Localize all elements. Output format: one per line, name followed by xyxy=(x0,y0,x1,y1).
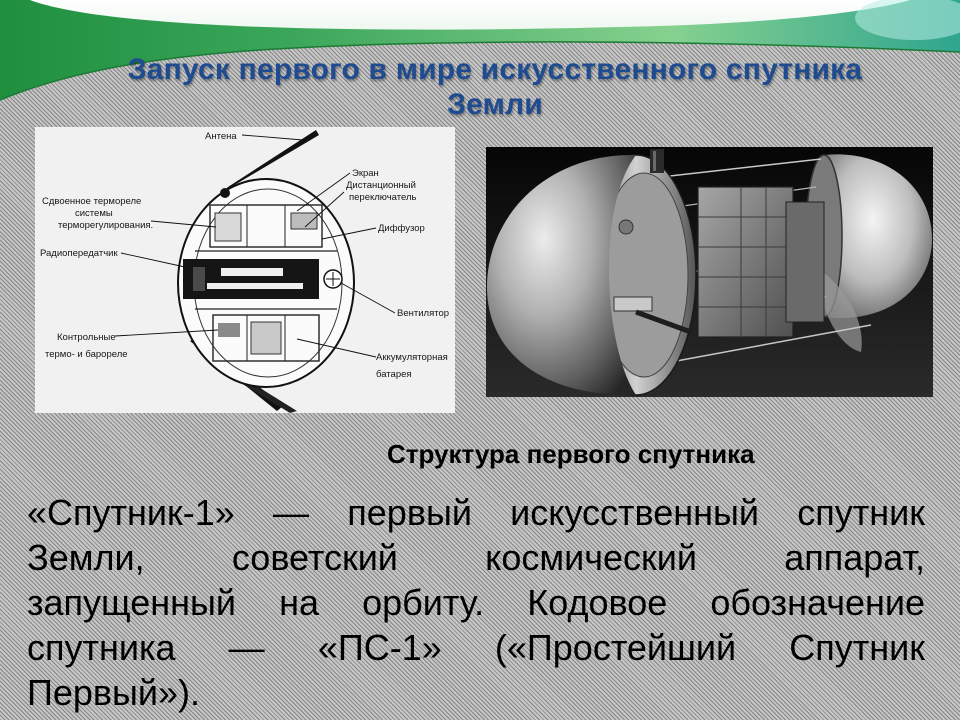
label-control-relays-line2: термо- и барореле xyxy=(45,349,128,360)
label-thermal-relay-line3: терморегулирования. xyxy=(58,220,153,231)
right-hemisphere-inner xyxy=(816,267,862,352)
label-control-relays-line1: Контрольные xyxy=(57,332,116,343)
wave-edge-line xyxy=(0,41,960,101)
support-rod xyxy=(670,324,872,363)
leader-line-radio-transmitter xyxy=(120,252,186,268)
label-radio-transmitter: Радиопередатчик xyxy=(40,248,118,259)
body-line: Первый»). xyxy=(27,672,201,713)
support-rod xyxy=(660,158,822,178)
label-battery-line2: батарея xyxy=(376,369,412,380)
equipment-side-block xyxy=(785,201,825,323)
label-fan: Вентилятор xyxy=(397,308,449,319)
body-line: запущенный на орбиту. Кодовое обозначени… xyxy=(27,582,925,623)
top-antenna xyxy=(221,130,319,193)
leader-line-thermal-relay xyxy=(150,220,217,228)
switch-block xyxy=(290,212,318,230)
antenna-mount-highlight xyxy=(653,151,656,171)
transmitter-detail xyxy=(193,267,205,291)
left-hemisphere xyxy=(487,154,636,396)
right-hemisphere xyxy=(824,154,932,319)
satellite-photo-drawing xyxy=(486,147,933,397)
wave-white-sweep xyxy=(30,0,910,30)
body-line: Земли, советский космический аппарат, xyxy=(27,537,925,578)
label-antenna: Антена xyxy=(205,131,237,142)
slide-title: Запуск первого в мире искусственного спу… xyxy=(127,53,863,121)
label-diffuser: Диффузор xyxy=(378,223,425,234)
relay-block xyxy=(218,323,240,337)
body-line: «Спутник-1» — первый искусственный спутн… xyxy=(27,492,925,533)
label-remote-switch-line2: переключатель xyxy=(349,192,416,203)
figure-caption: Структура первого спутника xyxy=(387,439,755,469)
top-green-wave xyxy=(0,0,960,101)
nameplate xyxy=(613,296,653,312)
transmitter-detail xyxy=(207,283,303,289)
leader-line-antenna xyxy=(241,134,304,141)
satellite-photo xyxy=(486,147,933,397)
label-screen: Экран xyxy=(352,168,379,179)
satellite-diagram: Антена Экран Дистанционный переключатель… xyxy=(35,127,455,413)
screen-block xyxy=(214,212,242,242)
label-thermal-relay-line1: Сдвоенное термореле xyxy=(42,196,141,207)
radio-transmitter-block xyxy=(183,259,319,299)
leader-line-screen xyxy=(296,172,351,212)
leader-line-remote-switch xyxy=(304,191,345,228)
body-line: спутника — «ПС-1» («Простейший Спутник xyxy=(27,627,925,668)
label-thermal-relay-line2: системы xyxy=(75,208,113,219)
leader-line-diffuser xyxy=(321,227,377,240)
battery-compartment xyxy=(212,314,320,362)
leader-line-fan xyxy=(340,282,396,314)
antenna-mount xyxy=(220,188,230,198)
leader-line-battery xyxy=(296,338,377,358)
label-battery-line1: Аккумуляторная xyxy=(376,352,448,363)
leader-line-control-relays xyxy=(114,329,219,337)
body-paragraph: «Спутник-1» — первый искусственный спутн… xyxy=(27,490,925,715)
plate-fitting xyxy=(618,219,634,235)
battery-cell xyxy=(250,321,282,355)
wave-glow xyxy=(855,0,960,40)
antenna-mount xyxy=(650,149,664,173)
mount-lever xyxy=(635,309,692,335)
transmitter-detail xyxy=(221,268,283,276)
equipment-block xyxy=(697,186,794,338)
label-remote-switch-line1: Дистанционный xyxy=(346,180,416,191)
satellite-diagram-drawing: Антена Экран Дистанционный переключатель… xyxy=(40,130,449,413)
